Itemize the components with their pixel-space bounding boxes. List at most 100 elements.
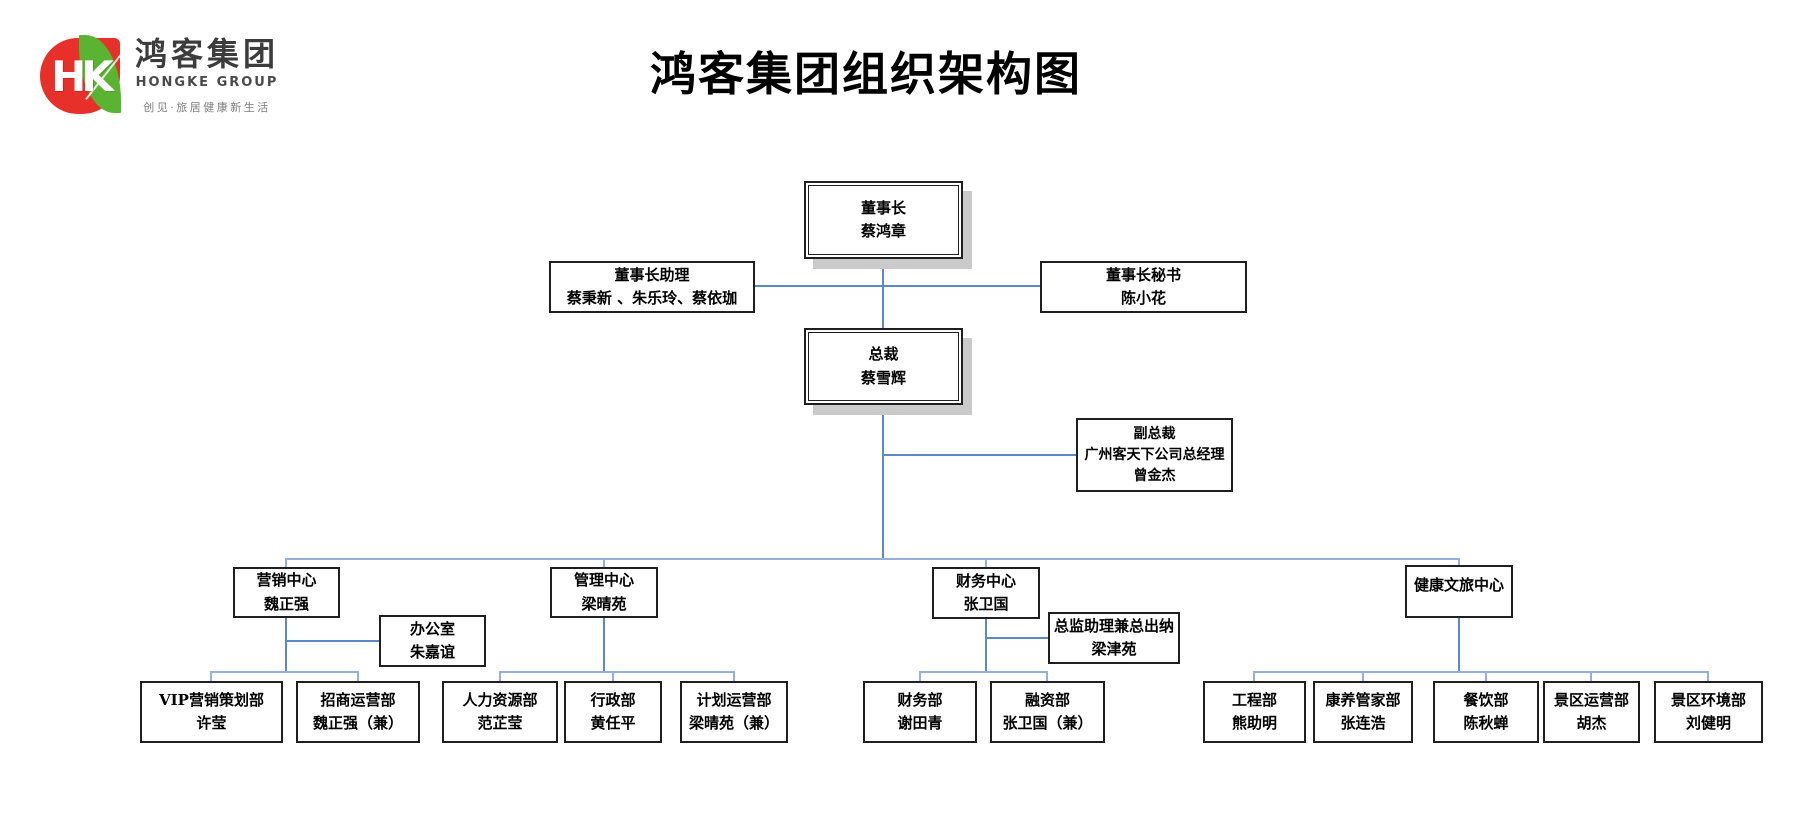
node-title: 董事长助理 xyxy=(614,265,690,284)
drop-dept xyxy=(919,671,921,681)
node-person: 刘健明 xyxy=(1685,714,1731,732)
org-node-funding-dept: 融资部 张卫国（兼） xyxy=(990,681,1105,743)
node-person: 梁晴苑（兼） xyxy=(688,714,779,732)
drop-dept xyxy=(612,671,614,681)
node-person: 黄任平 xyxy=(590,714,636,732)
org-node-vice-president: 副总裁 广州客天下公司总经理 曾金杰 xyxy=(1076,418,1233,492)
org-node-finance-center: 财务中心 张卫国 xyxy=(932,567,1040,619)
node-title: 景区运营部 xyxy=(1553,690,1629,709)
org-node-chairman-assistant: 董事长助理 蔡秉新 、朱乐玲、蔡依珈 xyxy=(549,261,755,313)
node-title: 康养管家部 xyxy=(1325,690,1401,709)
drop-health xyxy=(1458,558,1460,566)
drop-dept xyxy=(357,671,359,681)
main-bus xyxy=(286,558,1460,560)
node-person: 陈小花 xyxy=(1120,289,1166,307)
node-person: 熊助明 xyxy=(1231,714,1277,732)
org-node-office: 办公室 朱嘉谊 xyxy=(379,615,486,667)
node-title: 管理中心 xyxy=(573,571,634,590)
node-title: 融资部 xyxy=(1024,690,1070,709)
org-node-scenic-ops-dept: 景区运营部 胡杰 xyxy=(1543,681,1640,743)
drop-dept xyxy=(499,671,501,681)
node-person: 蔡鸿章 xyxy=(860,222,906,240)
drop-dept xyxy=(1046,671,1048,681)
node-person: 范芷莹 xyxy=(477,714,523,732)
node-title: 计划运营部 xyxy=(696,690,772,709)
node-title: 营销中心 xyxy=(256,571,317,590)
connector-president-bus xyxy=(882,405,884,560)
company-logo: HK 鸿客集团 HONGKE GROUP 创见·旅居健康新生活 xyxy=(40,35,280,115)
node-person: 张卫国（兼） xyxy=(1002,714,1093,732)
logo-leaf-icon: HK xyxy=(40,35,125,114)
node-person: 陈秋蝉 xyxy=(1463,714,1509,732)
logo-text-block: 鸿客集团 HONGKE GROUP 创见·旅居健康新生活 xyxy=(135,35,280,115)
company-name-en: HONGKE GROUP xyxy=(135,74,279,90)
node-person: 谢田青 xyxy=(897,714,943,732)
node-title: 景区环境部 xyxy=(1670,690,1746,709)
node-title: 餐饮部 xyxy=(1463,690,1509,709)
logo-monogram: HK xyxy=(51,51,114,101)
node-title: 行政部 xyxy=(590,690,636,709)
drop-finance xyxy=(985,558,987,568)
bus-finance xyxy=(920,671,1048,673)
node-title: 董事长秘书 xyxy=(1105,265,1181,284)
node-person: 张卫国 xyxy=(963,595,1009,613)
drop-dept xyxy=(1485,671,1487,681)
node-person: 魏正强（兼） xyxy=(312,714,403,732)
bus-health xyxy=(1254,671,1709,673)
org-node-vip-marketing-dept: VIP营销策划部 许莹 xyxy=(140,681,283,743)
page-title: 鸿客集团组织架构图 xyxy=(650,47,1082,101)
node-title: 董事长 xyxy=(860,198,906,217)
connector-marketing-children xyxy=(285,618,287,673)
drop-dept xyxy=(1362,671,1364,681)
node-title: 办公室 xyxy=(409,619,455,638)
node-title: 健康文旅中心 xyxy=(1413,576,1504,594)
org-node-marketing-center: 营销中心 魏正强 xyxy=(233,567,340,618)
node-person: 胡杰 xyxy=(1576,714,1607,732)
node-title: 财务中心 xyxy=(955,571,1016,590)
node-person: 朱嘉谊 xyxy=(409,643,455,661)
node-title: 招商运营部 xyxy=(320,690,396,709)
node-title: 人力资源部 xyxy=(462,690,538,709)
drop-marketing xyxy=(285,558,287,568)
drop-management xyxy=(603,558,605,568)
node-person: 梁晴苑 xyxy=(581,594,627,613)
org-node-investment-dept: 招商运营部 魏正强（兼） xyxy=(296,681,420,743)
org-node-chairman: 董事长 蔡鸿章 xyxy=(804,181,963,259)
connector-management-children xyxy=(603,618,605,673)
org-node-president: 总裁 蔡雪辉 xyxy=(804,328,963,405)
org-node-wellness-dept: 康养管家部 张连浩 xyxy=(1313,681,1413,743)
node-title: VIP营销策划部 xyxy=(159,690,264,709)
node-person: 许莹 xyxy=(196,714,227,732)
connector-chairman-president xyxy=(882,259,884,328)
org-node-scenic-env-dept: 景区环境部 刘健明 xyxy=(1654,681,1763,743)
node-person: 曾金杰 xyxy=(1133,467,1176,484)
bus-marketing xyxy=(211,671,358,673)
node-person: 魏正强 xyxy=(263,594,309,613)
org-node-finance-dept: 财务部 谢田青 xyxy=(863,681,977,743)
node-title: 总监助理兼总出纳 xyxy=(1053,616,1174,635)
node-title: 副总裁 xyxy=(1133,425,1176,442)
node-person: 张连浩 xyxy=(1340,714,1386,732)
connector-health-children xyxy=(1458,618,1460,673)
org-node-admin-dept: 行政部 黄任平 xyxy=(564,681,662,743)
org-node-engineering-dept: 工程部 熊助明 xyxy=(1203,681,1306,743)
node-title: 工程部 xyxy=(1231,690,1277,709)
node-person: 蔡秉新 、朱乐玲、蔡依珈 xyxy=(566,289,738,307)
connector-office-branch xyxy=(285,640,379,642)
connector-assistant-secretary xyxy=(754,285,1040,287)
org-node-management-center: 管理中心 梁晴苑 xyxy=(550,567,658,618)
drop-dept xyxy=(1590,671,1592,681)
connector-vice-president-branch xyxy=(882,454,1076,456)
node-title: 总裁 xyxy=(868,345,899,364)
connector-finance-children xyxy=(985,619,987,673)
org-node-catering-dept: 餐饮部 陈秋蝉 xyxy=(1433,681,1539,743)
company-name-cn: 鸿客集团 xyxy=(135,35,280,73)
org-node-health-tourism-center: 健康文旅中心 xyxy=(1405,565,1513,618)
drop-dept xyxy=(1707,671,1709,681)
org-node-hr-dept: 人力资源部 范芷莹 xyxy=(442,681,558,743)
node-person: 蔡雪辉 xyxy=(860,368,906,387)
org-node-deputy-treasurer: 总监助理兼总出纳 梁津苑 xyxy=(1048,612,1180,664)
connector-deputy-branch xyxy=(985,637,1048,639)
node-subtitle: 广州客天下公司总经理 xyxy=(1084,446,1225,463)
